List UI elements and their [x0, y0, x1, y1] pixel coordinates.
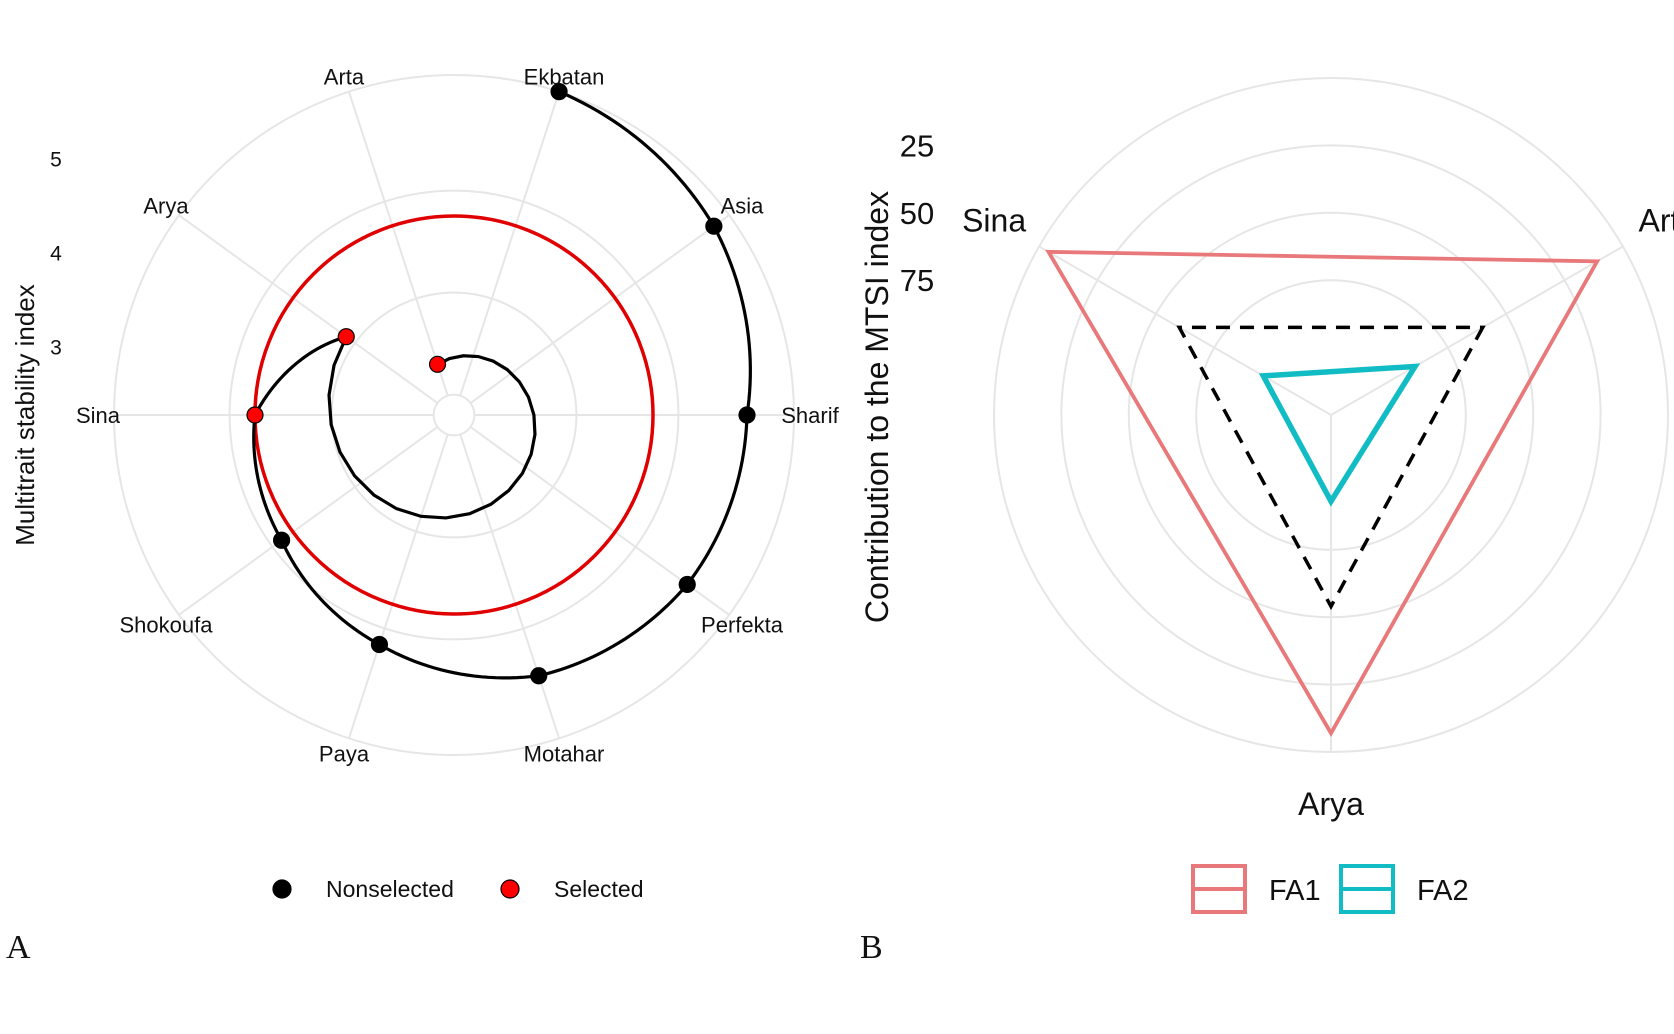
panel-a-point-motahar	[530, 667, 548, 685]
panel-a-cutpoint-circle	[253, 214, 655, 616]
panel-a-tick-3: 3	[50, 337, 62, 360]
panel-a-label-sina: Sina	[76, 403, 121, 428]
panel-b-legend: FA1 FA2	[1191, 864, 1469, 914]
panel-a-point-ekbatan	[550, 83, 568, 101]
panel-a-point-arya	[337, 328, 355, 346]
panel-a-spoke-arya	[178, 214, 439, 404]
panel-b-series-fa2	[1258, 363, 1421, 507]
panel-a-y-axis-label: Multitrait stability index	[10, 284, 40, 546]
panel-a-spoke-arta	[347, 91, 449, 396]
panel-a-tick-4: 4	[50, 243, 62, 266]
panel-a-letter: A	[6, 929, 31, 966]
panel-a-label-shokoufa: Shokoufa	[120, 612, 214, 637]
panel-a-spoke-asia	[469, 214, 730, 404]
panel-a-spoke-shokoufa	[178, 426, 439, 616]
panel-b-tick-50: 50	[900, 196, 934, 231]
panel-a-label-ekbatan: Ekbatan	[524, 64, 605, 89]
panel-a-point-shokoufa	[272, 531, 291, 549]
panel-b-grid	[993, 77, 1669, 753]
panel-a-label-motahar: Motahar	[524, 742, 605, 767]
panel-a-point-perfekta	[678, 575, 696, 594]
panel-a-point-sharif	[738, 406, 756, 424]
panel-a-label-sharif: Sharif	[781, 403, 839, 428]
panel-b-label-arya: Arya	[1298, 786, 1364, 822]
panel-b-y-axis-label: Contribution to the MTSI index	[859, 191, 895, 623]
panel-a-label-asia: Asia	[721, 194, 765, 219]
panel-b-letter: B	[860, 929, 883, 966]
panel-b-series-fa1	[1045, 249, 1601, 737]
panel-b-tick-25: 25	[900, 128, 934, 163]
panel-a-label-perfekta: Perfekta	[701, 612, 784, 637]
panel-b-legend-label-fa1: FA1	[1269, 875, 1321, 907]
panel-a-point-sina	[246, 406, 264, 424]
panel-a-points	[246, 83, 756, 685]
panel-b-label-arta: Arta	[1639, 203, 1674, 239]
panel-a-spoke-paya	[347, 434, 449, 739]
panel-b-category-labels: ArtaArya Sina	[962, 203, 1674, 823]
panel-a-legend-label-nonselected: Nonselected	[326, 876, 454, 902]
panel-a-tick-5: 5	[50, 149, 62, 172]
panel-b-radial-ticks: 25 50 75	[900, 128, 934, 298]
panel-a-index-curve	[252, 90, 752, 680]
panel-b-label-sina: Sina	[962, 203, 1026, 239]
panel-a-spoke-motahar	[459, 434, 561, 739]
panel-a-label-paya: Paya	[319, 742, 370, 767]
panel-a-grid	[113, 74, 795, 756]
panel-a-point-asia	[705, 217, 723, 235]
panel-a-legend-label-selected: Selected	[554, 876, 644, 902]
panel-b-chart: ArtaArya Sina 25 50 75 Contribution to the …	[859, 77, 1674, 914]
panel-a-legend: Nonselected Selected	[272, 876, 644, 902]
panel-b-series	[1045, 249, 1601, 737]
panel-a-legend-key-nonselected	[272, 879, 292, 899]
panel-a-label-arta: Arta	[324, 64, 365, 89]
panel-a-grid-ring-1	[432, 393, 476, 437]
panel-a-radial-ticks: 3 4 5	[50, 149, 62, 360]
panel-a-point-paya	[370, 635, 389, 654]
panel-a-point-arta	[428, 355, 447, 373]
panel-a-spoke-ekbatan	[459, 91, 561, 396]
panel-b-spoke-arta	[1330, 245, 1624, 416]
panel-b-tick-75: 75	[900, 263, 934, 298]
panel-b-spoke-sina	[1038, 245, 1332, 416]
panel-a-legend-key-selected	[500, 879, 520, 899]
panel-a-label-arya: Arya	[143, 194, 189, 219]
panel-b-legend-label-fa2: FA2	[1417, 875, 1469, 907]
